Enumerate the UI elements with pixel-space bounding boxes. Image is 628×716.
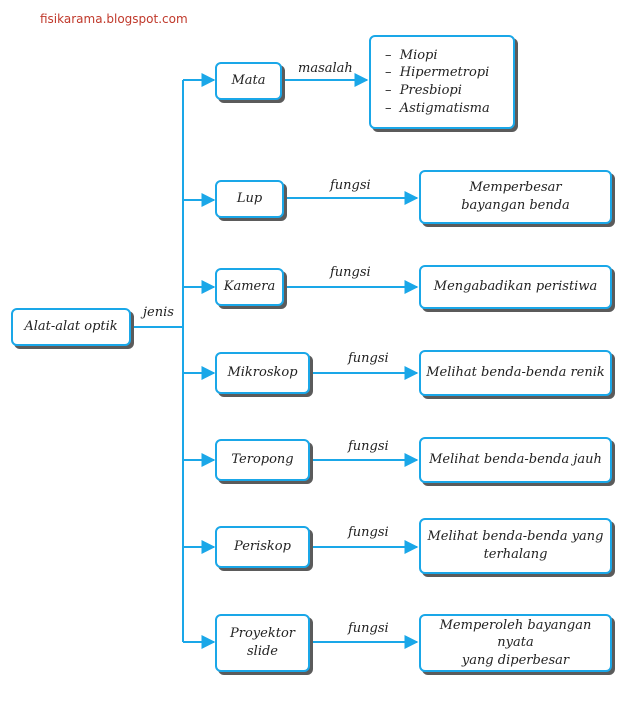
target-lup: Memperbesar bayangan benda bbox=[419, 170, 612, 224]
target-teropong-label: Melihat benda-benda jauh bbox=[429, 452, 602, 468]
root-node: Alat-alat optik bbox=[11, 308, 131, 346]
root-label: Alat-alat optik bbox=[24, 319, 118, 335]
relation-proyektor: fungsi bbox=[348, 621, 389, 636]
relation-kamera: fungsi bbox=[330, 265, 371, 280]
target-mata-item: Presbiopi bbox=[385, 82, 490, 100]
node-proyektor-slide: Proyektor slide bbox=[215, 614, 310, 672]
target-proyektor: Memperoleh bayangan nyata yang diperbesa… bbox=[419, 614, 612, 672]
node-mata: Mata bbox=[215, 62, 282, 100]
node-lup-label: Lup bbox=[236, 191, 263, 207]
node-mata-label: Mata bbox=[231, 73, 266, 89]
relation-teropong: fungsi bbox=[348, 439, 389, 454]
target-teropong: Melihat benda-benda jauh bbox=[419, 437, 612, 483]
node-teropong-label: Teropong bbox=[231, 452, 294, 468]
target-lup-label: Memperbesar bayangan benda bbox=[461, 180, 570, 213]
target-periskop-label: Melihat benda-benda yang terhalang bbox=[427, 529, 604, 562]
target-mata-item: Astigmatisma bbox=[385, 100, 490, 118]
relation-mikroskop: fungsi bbox=[348, 351, 389, 366]
target-mata-item: Miopi bbox=[385, 47, 490, 65]
relation-mata: masalah bbox=[298, 61, 353, 76]
target-mikroskop-label: Melihat benda-benda renik bbox=[426, 365, 605, 381]
target-kamera-label: Mengabadikan peristiwa bbox=[433, 279, 598, 295]
node-kamera: Kamera bbox=[215, 268, 284, 306]
target-mata-item: Hipermetropi bbox=[385, 64, 490, 82]
node-mikroskop-label: Mikroskop bbox=[227, 365, 298, 381]
node-kamera-label: Kamera bbox=[223, 279, 276, 295]
relation-periskop: fungsi bbox=[348, 525, 389, 540]
node-proyektor-slide-label: Proyektor slide bbox=[230, 626, 295, 659]
target-mikroskop: Melihat benda-benda renik bbox=[419, 350, 612, 396]
node-periskop-label: Periskop bbox=[234, 539, 291, 555]
target-mata-list: Miopi Hipermetropi Presbiopi Astigmatism… bbox=[369, 35, 515, 129]
relation-lup: fungsi bbox=[330, 178, 371, 193]
node-mikroskop: Mikroskop bbox=[215, 352, 310, 394]
target-proyektor-label: Memperoleh bayangan nyata yang diperbesa… bbox=[439, 617, 592, 668]
node-lup: Lup bbox=[215, 180, 284, 218]
target-kamera: Mengabadikan peristiwa bbox=[419, 265, 612, 309]
watermark: fisikarama.blogspot.com bbox=[40, 12, 188, 26]
node-periskop: Periskop bbox=[215, 526, 310, 568]
target-periskop: Melihat benda-benda yang terhalang bbox=[419, 518, 612, 574]
node-teropong: Teropong bbox=[215, 439, 310, 481]
root-edge-label: jenis bbox=[143, 305, 174, 320]
